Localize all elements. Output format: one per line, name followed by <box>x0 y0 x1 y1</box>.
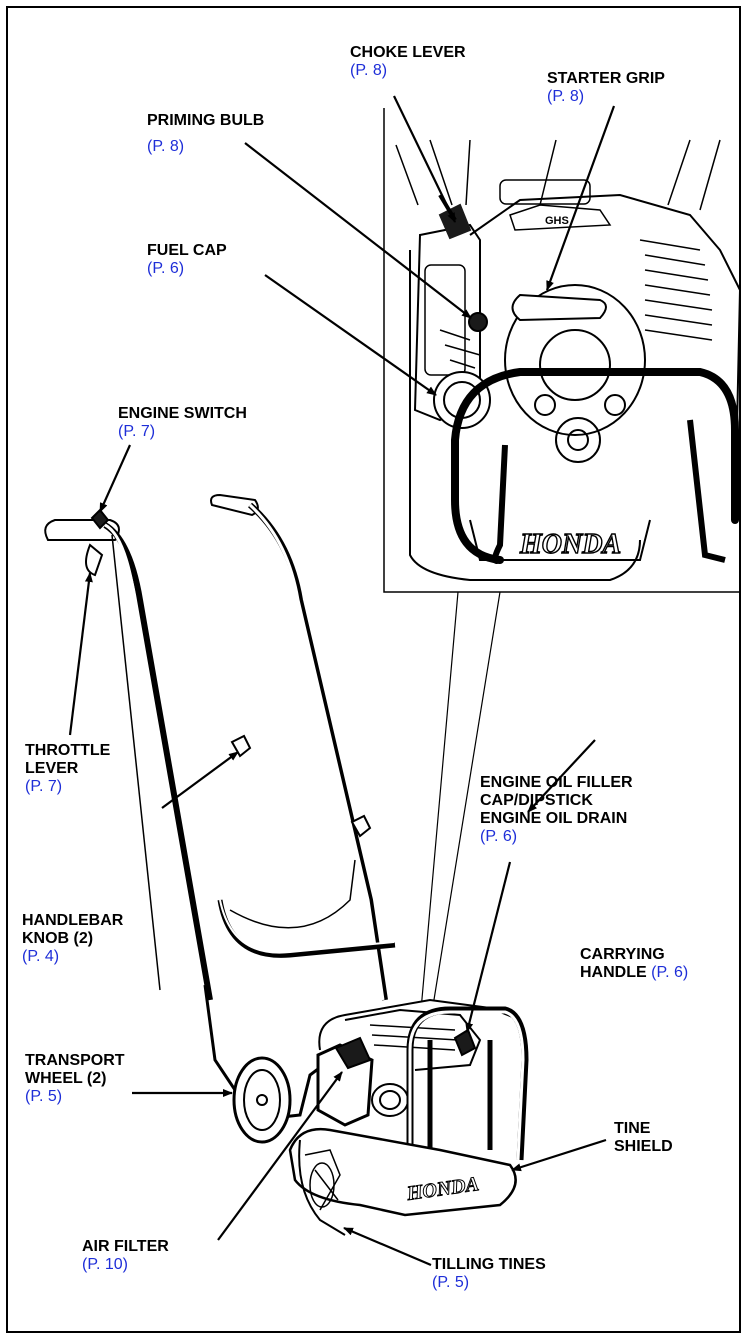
air-filter-name: AIR FILTER <box>82 1238 169 1255</box>
throttle-lever-page-ref[interactable]: (P. 7) <box>25 778 63 795</box>
engine-oil-line1: ENGINE OIL FILLER <box>480 774 633 791</box>
carrying-handle-label: CARRYING HANDLE (P. 6) <box>580 946 688 982</box>
engine-oil-label: ENGINE OIL FILLER CAP/DIPSTICK ENGINE OI… <box>480 774 633 846</box>
handlebar-knob-name-line2: KNOB (2) <box>22 930 94 947</box>
engine-oil-page-ref[interactable]: (P. 6) <box>480 828 518 845</box>
tilling-tines-label: TILLING TINES (P. 5) <box>432 1256 546 1292</box>
tilling-tines-page-ref[interactable]: (P. 5) <box>432 1274 470 1291</box>
tilling-tines-name: TILLING TINES <box>432 1256 546 1273</box>
throttle-lever-name-line2: LEVER <box>25 760 79 777</box>
engine-switch-label: ENGINE SWITCH (P. 7) <box>118 405 247 441</box>
tine-shield-name-line2: SHIELD <box>614 1138 673 1155</box>
fuel-cap-arrow <box>264 274 437 396</box>
engine-detail-inset: GHS HONDA <box>383 108 742 1013</box>
svg-text:GHS: GHS <box>545 215 569 227</box>
air-filter-page-ref[interactable]: (P. 10) <box>82 1256 128 1273</box>
honda-logo-text: HONDA <box>519 529 621 560</box>
engine-switch-arrow <box>98 444 132 513</box>
starter-grip-arrow <box>545 105 616 291</box>
throttle-lever-arrow <box>68 572 93 736</box>
transport-wheel-label: TRANSPORT WHEEL (2) (P. 5) <box>25 1052 125 1106</box>
tine-shield-arrow <box>511 1138 607 1172</box>
priming-bulb-arrow <box>244 142 472 319</box>
carrying-handle-page-ref[interactable]: (P. 6) <box>651 964 689 981</box>
starter-grip-page-ref[interactable]: (P. 8) <box>547 88 585 105</box>
transport-wheel-name-line2: WHEEL (2) <box>25 1070 107 1087</box>
fuel-cap-name: FUEL CAP <box>147 242 227 259</box>
oil-filler-arrow <box>465 861 512 1033</box>
air-filter-arrow <box>217 1071 343 1241</box>
transport-wheel-name-line1: TRANSPORT <box>25 1052 125 1069</box>
throttle-lever-name-line1: THROTTLE <box>25 742 111 759</box>
engine-switch-page-ref[interactable]: (P. 7) <box>118 423 156 440</box>
diagram-frame <box>6 6 741 1333</box>
priming-bulb-page-ref[interactable]: (P. 8) <box>147 138 185 155</box>
choke-lever-page-ref[interactable]: (P. 8) <box>350 62 388 79</box>
throttle-lever-label: THROTTLE LEVER (P. 7) <box>25 742 110 796</box>
tine-shield-name-line1: TINE <box>614 1120 651 1137</box>
carrying-handle-name-line1: CARRYING <box>580 946 665 963</box>
choke-lever-name: CHOKE LEVER <box>350 44 466 61</box>
starter-grip-name: STARTER GRIP <box>547 70 665 87</box>
engine-oil-line3: ENGINE OIL DRAIN <box>480 810 628 827</box>
fuel-cap-label: FUEL CAP (P. 6) <box>147 242 227 278</box>
carrying-handle-arrow <box>527 739 596 813</box>
priming-bulb-name: PRIMING BULB <box>147 112 265 129</box>
tilling-tines-arrow <box>343 1226 432 1267</box>
priming-bulb-label: PRIMING BULB (P. 8) <box>147 108 264 160</box>
fuel-cap-page-ref[interactable]: (P. 6) <box>147 260 185 277</box>
choke-lever-label: CHOKE LEVER (P. 8) <box>350 44 466 80</box>
engine-oil-line2: CAP/DIPSTICK <box>480 792 593 809</box>
tiller-main: HONDA <box>44 493 529 1236</box>
air-filter-label: AIR FILTER (P. 10) <box>82 1238 169 1274</box>
leader-lines <box>68 95 616 1267</box>
engine-switch-name: ENGINE SWITCH <box>118 405 247 422</box>
carrying-handle-name-line2: HANDLE <box>580 964 647 981</box>
tine-shield-label: TINE SHIELD <box>614 1120 673 1156</box>
transport-wheel-page-ref[interactable]: (P. 5) <box>25 1088 63 1105</box>
handlebar-knob-arrow <box>161 751 239 809</box>
handlebar-knob-label: HANDLEBAR KNOB (2) (P. 4) <box>22 912 123 966</box>
choke-lever-arrow <box>393 95 456 223</box>
handlebar-knob-page-ref[interactable]: (P. 4) <box>22 948 60 965</box>
starter-grip-label: STARTER GRIP (P. 8) <box>547 70 665 106</box>
handlebar-knob-name-line1: HANDLEBAR <box>22 912 124 929</box>
